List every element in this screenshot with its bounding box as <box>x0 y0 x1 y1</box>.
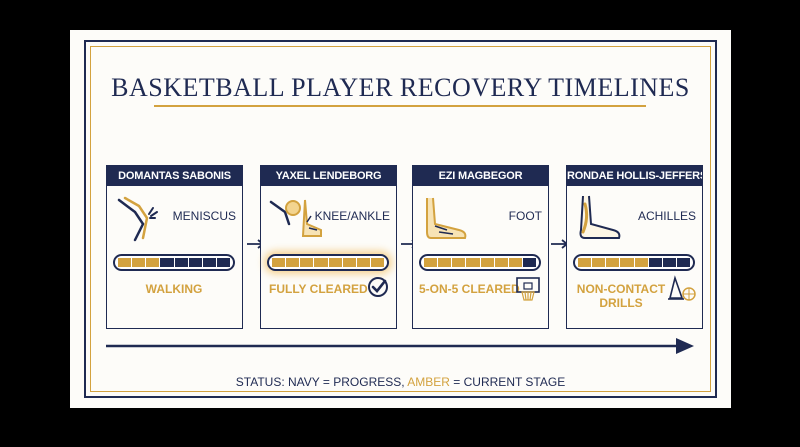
progress-segment <box>300 258 314 267</box>
progress-segment <box>370 258 384 267</box>
page-title: BASKETBALL PLAYER RECOVERY TIMELINES <box>111 73 690 102</box>
progress-segment <box>424 258 438 267</box>
player-name: YAXEL LENDEBORG <box>261 166 396 186</box>
injury-label: KNEE/ANKLE <box>314 209 390 223</box>
achilles-icon <box>579 195 621 239</box>
progress-segment <box>328 258 342 267</box>
player-panel-magbegor: EZI MAGBEGOR FOOT 5-ON-5 CLEARED <box>412 165 549 329</box>
knee-icon <box>117 196 158 242</box>
player-panel-sabonis: DOMANTAS SABONIS MENISCUS WALKING <box>106 165 243 329</box>
progress-bar <box>419 254 541 271</box>
progress-segment <box>508 258 522 267</box>
progress-segment <box>452 258 466 267</box>
injury-label: ACHILLES <box>637 209 696 223</box>
progress-segment <box>480 258 494 267</box>
progress-segment <box>342 258 356 267</box>
infographic-card: BASKETBALL PLAYER RECOVERY TIMELINES DOM… <box>70 30 731 408</box>
progress-segment <box>132 258 146 267</box>
progress-segment <box>202 258 216 267</box>
legend-amber-word: AMBER <box>407 375 450 389</box>
progress-segment <box>188 258 202 267</box>
status-label: FULLY CLEARED <box>269 282 368 296</box>
progress-segment <box>522 258 536 267</box>
progress-segment <box>494 258 508 267</box>
foot-icon <box>426 197 467 239</box>
outer-frame <box>84 40 717 398</box>
progress-segment <box>356 258 370 267</box>
progress-segment <box>160 258 174 267</box>
title-underline <box>154 105 646 107</box>
status-legend: STATUS: NAVY = PROGRESS, AMBER = CURRENT… <box>70 375 731 389</box>
progress-segment <box>676 258 690 267</box>
injury-label: FOOT <box>508 209 542 223</box>
inner-frame <box>90 46 711 392</box>
status-label: WALKING <box>145 282 203 296</box>
progress-segment <box>286 258 300 267</box>
progress-bar <box>113 254 235 271</box>
progress-segment <box>634 258 648 267</box>
progress-bar <box>267 254 389 271</box>
progress-segment <box>216 258 230 267</box>
progress-segment <box>592 258 606 267</box>
progress-bar <box>573 254 695 271</box>
legend-prefix: STATUS: NAVY = PROGRESS, <box>235 375 408 389</box>
legend-suffix: = CURRENT STAGE <box>449 375 566 389</box>
status-label: NON-CONTACT DRILLS <box>576 282 666 310</box>
progress-segment <box>648 258 662 267</box>
progress-segment <box>578 258 592 267</box>
player-panel-lendeborg: YAXEL LENDEBORG KNEE/ANKLE FULLY CLEARED <box>260 165 397 329</box>
progress-segment <box>438 258 452 267</box>
progress-segment <box>466 258 480 267</box>
basketball-hoop-icon <box>516 277 540 301</box>
progress-segment <box>662 258 676 267</box>
timeline-arrow <box>106 338 694 354</box>
checkmark-icon <box>368 277 388 297</box>
progress-segment <box>620 258 634 267</box>
progress-segment <box>272 258 286 267</box>
status-label: 5-ON-5 CLEARED <box>419 282 520 296</box>
progress-segment <box>118 258 132 267</box>
progress-segment <box>314 258 328 267</box>
injury-label: MENISCUS <box>172 209 236 223</box>
progress-segment <box>146 258 160 267</box>
progress-segment <box>606 258 620 267</box>
player-panel-hollis-jefferson: RONDAE HOLLIS-JEFFERSON ACHILLES NON-CON… <box>566 165 703 329</box>
player-name: EZI MAGBEGOR <box>413 166 548 186</box>
cone-ball-icon <box>668 275 696 301</box>
player-name: DOMANTAS SABONIS <box>107 166 242 186</box>
player-name: RONDAE HOLLIS-JEFFERSON <box>567 166 702 186</box>
knee-ankle-icon <box>269 199 322 237</box>
progress-segment <box>174 258 188 267</box>
